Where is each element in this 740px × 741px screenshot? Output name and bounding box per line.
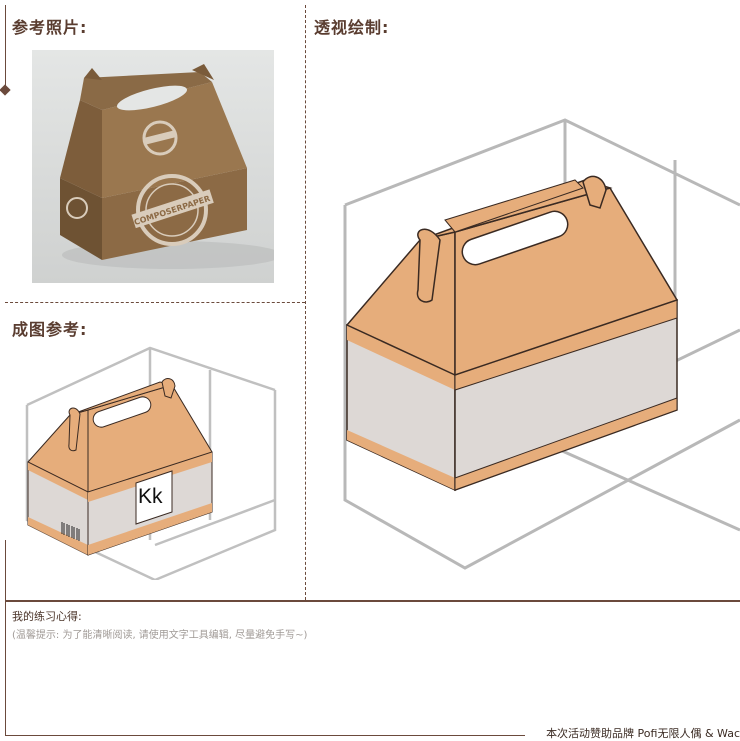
finished-box-drawing: [25, 346, 277, 580]
notes-hint: (温馨提示: 为了能清晰阅读, 请使用文字工具编辑, 尽量避免手写~): [12, 630, 308, 641]
perspective-box-drawing: [343, 118, 740, 570]
diamond-ornament: [0, 84, 11, 96]
finished-reference-title: 成图参考:: [12, 320, 88, 339]
label-text: Kk: [138, 485, 163, 508]
perspective-drawing-title: 透视绘制:: [314, 18, 390, 37]
left-border-top: [5, 5, 6, 90]
barcode-icon: [61, 522, 80, 541]
left-border-bottom: [5, 540, 6, 600]
notes-top-border: [5, 600, 740, 602]
notes-input-area[interactable]: [10, 645, 730, 720]
reference-photo: COMPOSERPAPER: [32, 50, 274, 283]
practice-notes-title: 我的练习心得:: [12, 610, 82, 623]
center-divider: [305, 5, 306, 600]
notes-left-border: [5, 600, 6, 735]
reference-photo-title: 参考照片:: [12, 18, 88, 37]
sponsor-text: 本次活动赞助品牌 Pofi无限人偶 & Wac: [546, 727, 740, 740]
left-section-divider: [5, 302, 305, 303]
notes-bottom-border: [5, 735, 525, 736]
kraft-box-photo: COMPOSERPAPER: [32, 50, 274, 283]
